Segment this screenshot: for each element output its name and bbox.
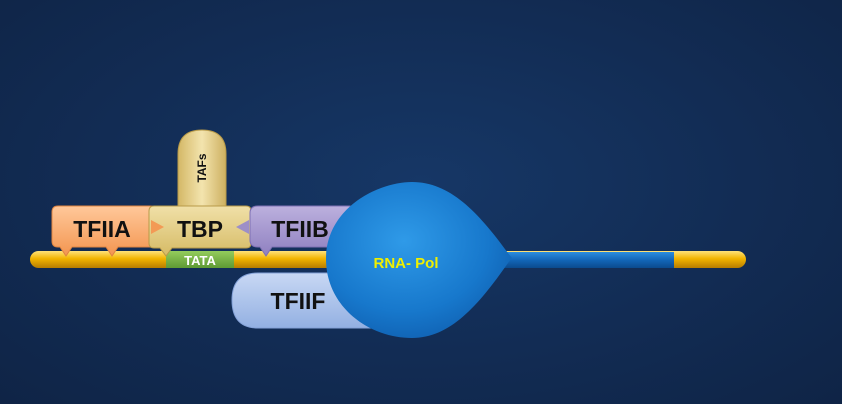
tfiif-label: TFIIF — [271, 288, 326, 314]
rna-transcript-strand — [470, 252, 674, 268]
tfiia-label: TFIIA — [73, 216, 131, 242]
tata-label: TATA — [184, 253, 216, 268]
tata-box — [166, 251, 234, 268]
tafs-protein — [177, 129, 227, 207]
tbp-tfiia-notch — [151, 220, 164, 234]
tbp-tfiib-notch — [236, 220, 249, 234]
rna-pol-label: RNA- Pol — [374, 255, 439, 272]
tfiib-label: TFIIB — [271, 216, 329, 242]
tbp-label: TBP — [177, 216, 223, 242]
rna-polymerase — [326, 182, 512, 338]
tfiib-protein — [249, 205, 351, 257]
tafs-label: TAFs — [195, 153, 209, 182]
